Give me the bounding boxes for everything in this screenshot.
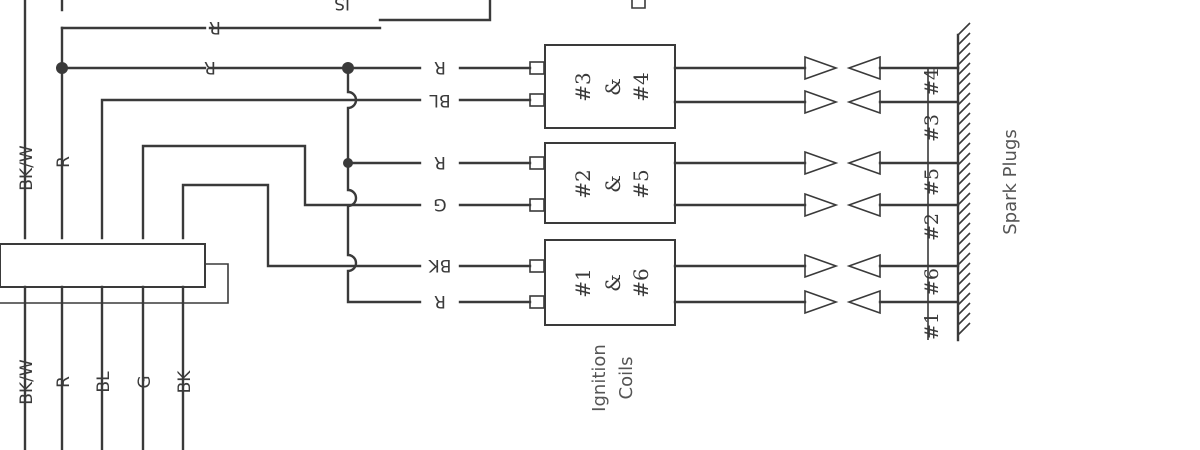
plug-label: #3 <box>921 114 943 142</box>
wire-label: R <box>54 376 74 388</box>
wire-label: R <box>434 291 446 311</box>
wire-label: BL <box>429 90 451 110</box>
coil-label: #5 <box>629 169 653 198</box>
coil-label: #4 <box>629 72 653 101</box>
top-partial-box: JS <box>60 0 646 22</box>
wire-label: R <box>434 152 446 172</box>
plug-label: #2 <box>921 213 943 241</box>
coil-label: & <box>601 274 625 292</box>
wire-label: BK <box>175 370 195 394</box>
wire-label: R <box>209 17 221 37</box>
coil-feed-wires <box>100 66 532 304</box>
plug-label: #1 <box>921 312 943 340</box>
connector-body <box>0 243 206 288</box>
coil-caption: Coils <box>616 357 637 400</box>
coil-caption: Ignition <box>589 344 610 412</box>
ignition-coil: #3 & #4 <box>529 44 807 129</box>
wire-label: BK <box>428 255 452 275</box>
wire-label: R <box>204 57 216 77</box>
wire-label: R <box>54 156 74 168</box>
spark-gaps <box>804 55 881 315</box>
ignition-coil: #2 & #5 <box>529 142 807 224</box>
junction-dot <box>56 62 68 74</box>
coil-label: #3 <box>571 72 595 101</box>
plug-label: #4 <box>921 68 943 96</box>
connector-block <box>0 243 229 304</box>
coil-label: #1 <box>571 268 595 297</box>
plug-leads <box>878 22 971 342</box>
ignition-coil: #1 & #6 <box>529 239 807 326</box>
spark-plug-labels: #4 #3 #5 #2 #6 #1 <box>921 68 943 340</box>
wire-label: BK/W <box>17 359 37 405</box>
coil-label: & <box>601 78 625 96</box>
spark-plugs-caption: Spark Plugs <box>1000 129 1021 235</box>
wire-label: G <box>433 194 446 214</box>
top-partial-text: JS <box>334 0 351 13</box>
wire-label: G <box>135 375 155 388</box>
wire-label: BK/W <box>17 145 37 191</box>
coil-label: #2 <box>571 169 595 198</box>
wire-label: BL <box>94 371 114 393</box>
wire-label: R <box>434 57 446 77</box>
wire-labels: R R R BL R G BK R BK/W R BK/W R BL G BK <box>17 17 451 405</box>
plug-label: #5 <box>921 168 943 196</box>
plug-label: #6 <box>921 268 943 296</box>
left-rails <box>23 0 382 240</box>
coil-label: & <box>601 175 625 193</box>
lower-wires <box>23 285 185 450</box>
coil-label: #6 <box>629 268 653 297</box>
